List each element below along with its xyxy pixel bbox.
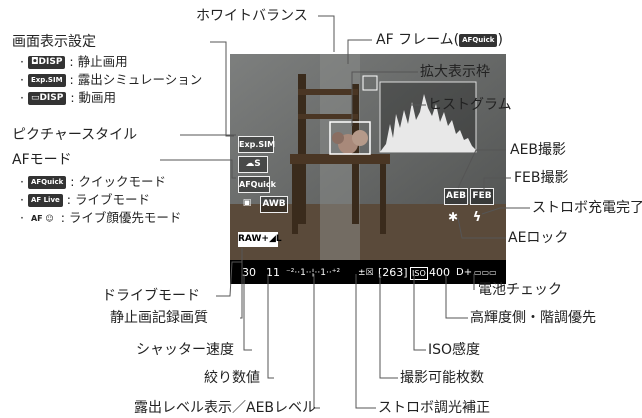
white-balance-label: ホワイトバランス (196, 8, 308, 24)
screen-display-item-text: : 動画用 (70, 90, 117, 105)
magnify-frame-label: 拡大表示枠 (420, 64, 490, 80)
iso-icon: ISO (410, 267, 428, 280)
flash-ready-label: ストロボ充電完了 (532, 200, 642, 216)
screen-display-item-text: : 静止画用 (69, 54, 128, 69)
histogram-graph (379, 81, 477, 153)
aeb-icon: AEB (444, 188, 468, 205)
af-mode-item-live: · AF Live: ライブモード (20, 192, 150, 207)
shutter-value: 30 (242, 266, 256, 279)
awb-icon: AWB (260, 196, 288, 213)
exp-sim-icon: Exp.SIM (238, 136, 275, 153)
picture-style-icon: ☁S (238, 156, 268, 173)
drive-mode-icon: ▣ (242, 198, 252, 208)
info-bar: 30 11 ⁻²··1··¦··1··⁺² ±☒ [263] ISO 400 D… (230, 260, 506, 284)
battery-label: 電池チェック (478, 282, 562, 298)
shutter-label: シャッター速度 (136, 342, 234, 358)
af-frame-label-close: ) (497, 32, 503, 48)
screen-display-item-stills: · ◘DISP: 静止画用 (20, 54, 128, 69)
feb-icon: FEB (470, 188, 494, 205)
ae-lock-icon: ✱ (447, 210, 459, 224)
live-view-image (230, 54, 506, 260)
image-quality-icon: RAW+◢L (238, 232, 282, 247)
af-mode-label: AFモード (12, 152, 72, 168)
af-quick-mode-tag: AFQuick (27, 176, 67, 189)
picture-style-label: ピクチャースタイル (12, 127, 138, 143)
af-frame (362, 75, 378, 91)
af-mode-item-text: : ライブ顔優先モード (60, 210, 182, 225)
exp-sim-tag: Exp.SIM (27, 74, 66, 87)
iso-label: ISO感度 (428, 342, 481, 358)
af-mode-item-face: · AF ☺: ライブ顔優先モード (20, 210, 182, 225)
iso-value: 400 (429, 266, 450, 279)
highlight-tone-label: 高輝度側・階調優先 (470, 310, 596, 326)
aeb-label: AEB撮影 (510, 142, 567, 158)
battery-icon: ▭▭▭ (474, 268, 497, 277)
af-frame-label: AF フレーム(AFQuick) (376, 31, 503, 49)
screen-display-item-text: : 露出シミュレーション (69, 72, 203, 87)
aperture-label: 絞り数値 (204, 370, 260, 386)
af-quick-tag: AFQuick (459, 33, 498, 47)
stills-disp-icon: ◘DISP (27, 56, 66, 69)
image-quality-label: 静止画記録画質 (110, 310, 208, 326)
af-face-mode-tag: AF ☺ (30, 214, 54, 223)
shots-remaining: [263] (378, 266, 408, 279)
af-mode-item-text: : ライブモード (66, 192, 150, 207)
flash-ready-icon: ϟ (472, 210, 482, 225)
ae-lock-label: AEロック (508, 230, 569, 246)
af-mode-item-quick: · AFQuick: クイックモード (20, 174, 166, 189)
exposure-level-label: 露出レベル表示／AEBレベル (134, 400, 317, 416)
screen-display-label: 画面表示設定 (12, 34, 96, 50)
screen-display-item-expsim: · Exp.SIM: 露出シミュレーション (20, 72, 203, 87)
movie-disp-icon: ▭DISP (27, 92, 67, 105)
live-view-screen: Exp.SIM ☁S AFQuick ▣ AWB AEB FEB ✱ ϟ RAW… (230, 54, 506, 260)
shots-remaining-label: 撮影可能枚数 (400, 370, 484, 386)
aperture-value: 11 (266, 266, 280, 279)
af-mode-item-text: : クイックモード (70, 174, 166, 189)
histogram-label: ヒストグラム (428, 97, 512, 113)
af-quick-icon: AFQuick (238, 176, 276, 193)
flash-comp-label: ストロボ調光補正 (378, 400, 490, 416)
magnify-frame (329, 121, 371, 155)
af-live-mode-tag: AF Live (27, 194, 63, 207)
drive-mode-label: ドライブモード (102, 288, 200, 304)
screen-display-item-movie: · ▭DISP: 動画用 (20, 90, 117, 105)
exposure-scale: ⁻²··1··¦··1··⁺² (286, 268, 341, 278)
af-frame-label-text: AF フレーム( (376, 32, 460, 48)
feb-label: FEB撮影 (514, 170, 569, 186)
flash-comp-icon: ±☒ (358, 268, 374, 278)
highlight-tone-icon: D+ (456, 267, 473, 278)
